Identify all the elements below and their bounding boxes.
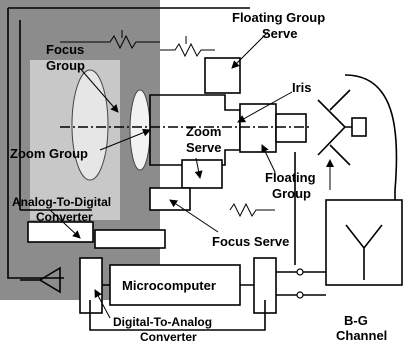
bg-channel-label-1: B-G: [344, 313, 368, 328]
lens-element-rear: [129, 89, 151, 171]
microcomputer-label: Microcomputer: [122, 278, 216, 293]
adc-label-2: Converter: [36, 210, 93, 224]
arrow-floating-group-serve: [231, 31, 269, 69]
bg-channel-y-symbol: [345, 224, 383, 280]
bg-channel-label-2: Channel: [336, 328, 387, 343]
zoom-motor: [181, 159, 223, 189]
arrow-focus-group: [77, 65, 119, 113]
floating-group-serve-label-1: Floating Group: [232, 10, 325, 25]
floating-group-motor: [204, 57, 241, 94]
lens-element-front: [71, 69, 109, 181]
floating-group-serve-label-2: Serve: [262, 26, 297, 41]
zoom-group-label: Zoom Group: [10, 146, 88, 161]
zoom-serve-label-1: Zoom: [186, 124, 221, 139]
arrow-zoom-group: [99, 128, 151, 151]
input-triangle: [20, 266, 61, 294]
focus-group-label-2: Group: [46, 58, 85, 73]
feedback-curve: [344, 74, 398, 200]
rear-lens-housing: [275, 113, 307, 143]
junction-2: [296, 291, 304, 299]
dac-block-left: [79, 257, 103, 314]
zoom-serve-label-2: Serve: [186, 140, 221, 155]
arrow-dac: [94, 289, 111, 319]
junction-1: [296, 268, 304, 276]
arrow-floating-group: [261, 144, 276, 173]
focus-motor: [149, 187, 191, 211]
outer-wiring-frame: [7, 7, 250, 279]
arrow-iris: [237, 91, 293, 123]
amplifier-block: [94, 229, 166, 249]
floating-group-label-2: Group: [272, 186, 311, 201]
adc-block: [27, 221, 94, 243]
potentiometer-floating: [160, 36, 215, 58]
microcomputer-bus: [102, 271, 326, 296]
floating-group-label-1: Floating: [265, 170, 316, 185]
camera-tube: [351, 117, 367, 137]
arrow-focus-serve: [169, 199, 219, 233]
potentiometer-focus: [60, 30, 160, 50]
arrow-adc: [49, 209, 81, 239]
adc-label-1: Analog-To-Digital: [12, 195, 111, 209]
dac-output-bracket: [89, 300, 266, 331]
arrow-zoom-serve: [194, 157, 203, 179]
dac-label-2: Converter: [140, 330, 197, 344]
dac-label-1: Digital-To-Analog: [113, 315, 212, 329]
iris-label: Iris: [292, 80, 312, 95]
focus-group-label-1: Focus: [46, 42, 84, 57]
focus-serve-resistor: [229, 202, 275, 218]
focus-serve-label: Focus Serve: [212, 234, 289, 249]
